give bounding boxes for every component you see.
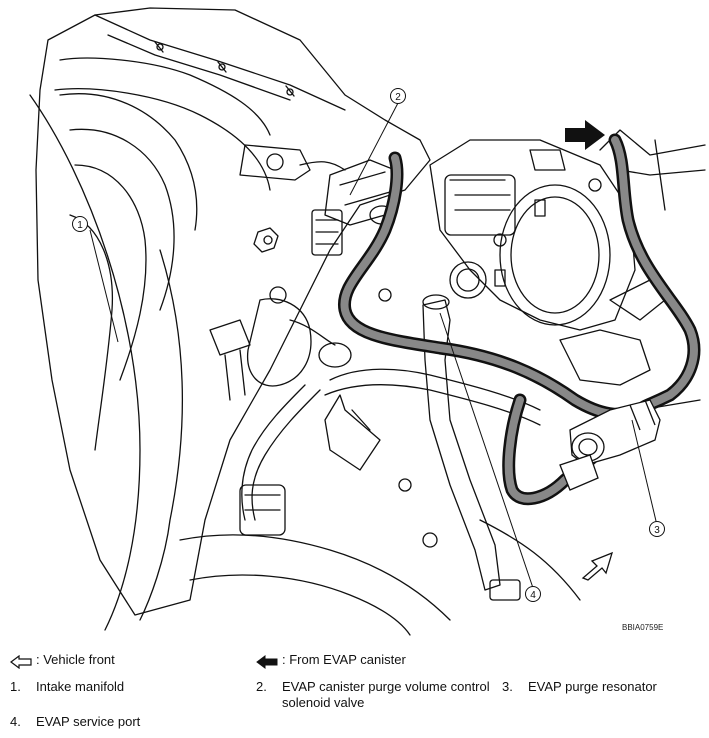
engine-diagram: 1 2 3 4 xyxy=(29,7,706,636)
callout-2 xyxy=(390,88,406,104)
callout-2-label: 2 xyxy=(395,92,401,103)
evap-service-port-tube xyxy=(422,299,501,591)
from-canister-arrow-icon xyxy=(565,120,605,150)
hollow-arrow-left-icon xyxy=(10,655,32,669)
legend-from-canister: : From EVAP canister xyxy=(282,652,406,667)
legend-item-3-num: 3. xyxy=(502,679,513,694)
legend-item-4: 4. EVAP service port xyxy=(10,714,240,730)
callout-4-label: 4 xyxy=(530,590,536,601)
legend-item-4-label: EVAP service port xyxy=(36,714,141,729)
vehicle-front-arrow-icon xyxy=(581,551,614,581)
legend-item-3-label: EVAP purge resonator xyxy=(528,679,657,694)
legend-item-1-label: Intake manifold xyxy=(36,679,125,694)
solid-arrow-left-icon xyxy=(256,655,278,669)
figure-id: BBIA0759E xyxy=(622,623,664,632)
legend-item-3: 3. EVAP purge resonator xyxy=(502,679,702,695)
legend-item-1-num: 1. xyxy=(10,679,21,694)
evap-purge-resonator xyxy=(559,399,661,491)
callout-3-label: 3 xyxy=(654,525,660,536)
intake-manifold-outline xyxy=(35,7,431,616)
legend-item-1: 1. Intake manifold xyxy=(10,679,240,695)
throttle-body xyxy=(429,139,636,331)
legend-item-2: 2. EVAP canister purge volume control so… xyxy=(256,679,496,713)
callout-1-label: 1 xyxy=(77,220,83,231)
legend-item-2-label: EVAP canister purge volume control xyxy=(282,679,490,694)
callout-1 xyxy=(72,216,88,232)
legend-item-2-label-line2: solenoid valve xyxy=(282,695,365,710)
legend-vehicle-front: : Vehicle front xyxy=(36,652,115,667)
legend-item-4-num: 4. xyxy=(10,714,21,729)
callout-4 xyxy=(525,586,541,602)
legend-item-2-num: 2. xyxy=(256,679,267,694)
callout-3 xyxy=(649,521,665,537)
